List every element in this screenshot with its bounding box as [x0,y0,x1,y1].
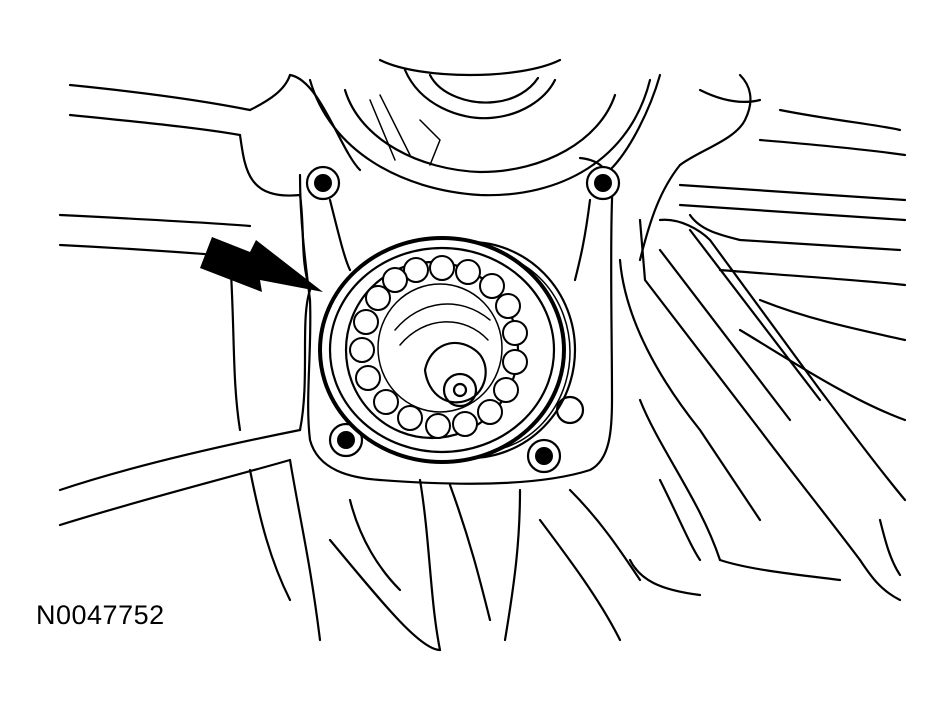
mounting-bolt-bottom-left [328,422,364,458]
mounting-bolt-bottom-right [526,438,562,474]
roller-balls [349,255,528,439]
mounting-bolt-top-left [305,165,341,201]
callout-arrow [200,237,323,292]
mounting-bolt-top-right [585,165,621,201]
bearing-seal-assembly [318,236,577,464]
bolt-hole-empty [555,395,585,425]
housing-casting-outline [58,58,907,652]
figure-reference-number: N0047752 [36,600,165,630]
